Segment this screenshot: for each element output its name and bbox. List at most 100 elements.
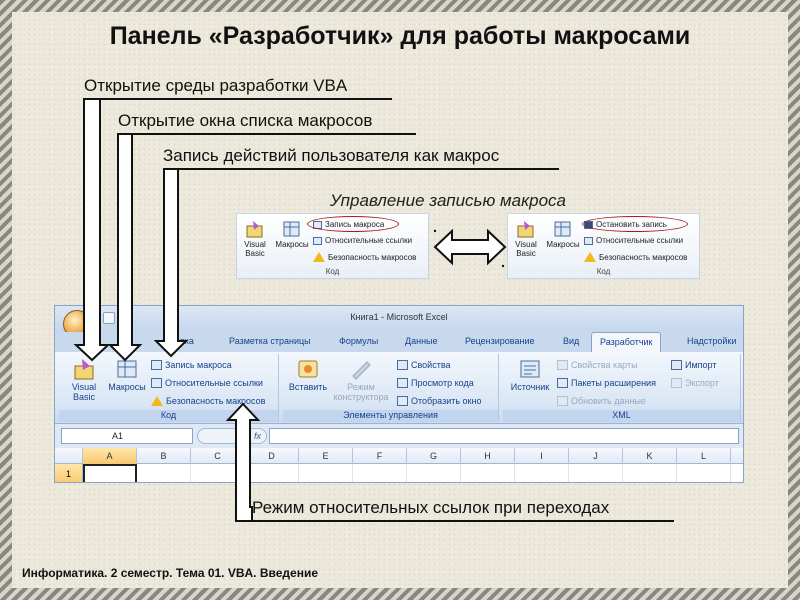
tab-formulas[interactable]: Формулы — [339, 336, 379, 346]
select-all-corner[interactable] — [55, 448, 83, 464]
cell[interactable] — [407, 464, 461, 482]
ribbon-tabs: авка Разметка страницы Формулы Данные Ре… — [55, 332, 743, 353]
column-header[interactable]: A — [83, 448, 137, 464]
macros-label: Макросы — [546, 240, 580, 249]
macro-security-button[interactable]: Безопасность макросов — [313, 252, 416, 262]
cell[interactable] — [515, 464, 569, 482]
cell[interactable] — [353, 464, 407, 482]
column-header[interactable]: B — [137, 448, 191, 464]
macro-security-label: Безопасность макросов — [328, 252, 417, 262]
row-header[interactable]: 1 — [55, 464, 83, 482]
ribbon-visual-basic-button[interactable]: Visual Basic — [65, 358, 103, 402]
visual-basic-button[interactable]: Visual Basic — [512, 220, 540, 258]
relative-refs-button[interactable]: Относительные ссылки — [313, 236, 412, 245]
cell[interactable] — [461, 464, 515, 482]
record-icon — [151, 360, 162, 370]
name-box[interactable]: A1 — [61, 428, 193, 444]
column-header[interactable]: D — [245, 448, 299, 464]
label-macros-list: Открытие окна списка макросов — [118, 111, 373, 130]
ribbon-refresh-data-button[interactable]: Обновить данные — [557, 396, 646, 406]
column-header[interactable]: C — [191, 448, 245, 464]
slide-footer: Информатика. 2 семестр. Тема 01. VBA. Вв… — [22, 566, 318, 580]
relative-refs-label: Относительные ссылки — [596, 236, 684, 245]
ribbon-view-code-button[interactable]: Просмотр кода — [397, 378, 474, 388]
ribbon-design-mode-button[interactable]: Режим конструктора — [331, 358, 391, 402]
visual-basic-icon — [246, 221, 263, 238]
column-header[interactable]: G — [407, 448, 461, 464]
ribbon-map-properties-button[interactable]: Свойства карты — [557, 360, 638, 370]
cell[interactable] — [137, 464, 191, 482]
underline-vba — [84, 98, 392, 100]
column-header[interactable]: L — [677, 448, 731, 464]
formula-input[interactable] — [269, 428, 739, 444]
ribbon-design-mode-label: Режим конструктора — [333, 382, 389, 402]
cell-a1[interactable] — [83, 464, 137, 482]
ribbon-insert-label: Вставить — [288, 382, 328, 392]
cell[interactable] — [245, 464, 299, 482]
ribbon-insert-button[interactable]: Вставить — [285, 358, 331, 392]
ribbon-group-code-label: Код — [59, 410, 278, 422]
ribbon-export-button[interactable]: Экспорт — [671, 378, 719, 388]
column-header[interactable]: I — [515, 448, 569, 464]
tab-addins[interactable]: Надстройки — [687, 336, 737, 346]
label-vba: Открытие среды разработки VBA — [84, 76, 348, 95]
code-group-label: Код — [325, 267, 340, 276]
properties-icon — [397, 360, 408, 370]
ribbon-view-code-label: Просмотр кода — [411, 378, 474, 388]
cell[interactable] — [299, 464, 353, 482]
ribbon-macros-button[interactable]: Макросы — [105, 358, 149, 392]
visual-basic-label: Visual Basic — [515, 240, 537, 258]
ribbon-relative-refs-button[interactable]: Относительные ссылки — [151, 378, 263, 388]
column-header[interactable]: H — [461, 448, 515, 464]
visual-basic-icon — [74, 359, 94, 380]
ribbon-source-button[interactable]: Источник — [505, 358, 555, 392]
column-header[interactable]: K — [623, 448, 677, 464]
ribbon-show-window-button[interactable]: Отобразить окно — [397, 396, 481, 406]
ribbon-macro-security-button[interactable]: Безопасность макросов — [151, 396, 265, 406]
relative-refs-button[interactable]: Относительные ссылки — [584, 236, 683, 245]
ribbon-source-label: Источник — [510, 382, 550, 392]
insert-controls-icon — [298, 360, 318, 378]
cell[interactable] — [569, 464, 623, 482]
macros-icon — [117, 360, 137, 378]
relative-refs-icon — [584, 236, 593, 245]
tab-developer[interactable]: Разработчик — [591, 332, 662, 353]
tab-page-layout[interactable]: Разметка страницы — [229, 336, 311, 346]
macro-security-button[interactable]: Безопасность макросов — [584, 252, 687, 262]
relative-refs-icon — [151, 378, 162, 388]
column-header[interactable]: F — [353, 448, 407, 464]
label-relative-mode: Режим относительных ссылок при переходах — [252, 498, 610, 517]
ribbon: Visual Basic Макросы Запись макроса Отно… — [55, 352, 743, 424]
macros-button[interactable]: Макросы — [546, 220, 580, 249]
view-code-icon — [397, 378, 408, 388]
tab-insert[interactable]: авка — [175, 336, 194, 346]
column-headers: A B C D E F G H I J K L — [55, 448, 743, 464]
visual-basic-button[interactable]: Visual Basic — [241, 220, 269, 258]
cell[interactable] — [191, 464, 245, 482]
column-header[interactable]: E — [299, 448, 353, 464]
row-1: 1 — [55, 464, 743, 482]
cell[interactable] — [677, 464, 731, 482]
relative-refs-label: Относительные ссылки — [325, 236, 413, 245]
import-icon — [671, 360, 682, 370]
map-properties-icon — [557, 360, 568, 370]
tab-view[interactable]: Вид — [563, 336, 580, 346]
ribbon-refresh-data-label: Обновить данные — [571, 396, 646, 406]
ribbon-record-macro-button[interactable]: Запись макроса — [151, 360, 232, 370]
ribbon-import-button[interactable]: Импорт — [671, 360, 716, 370]
ribbon-expansion-packs-button[interactable]: Пакеты расширения — [557, 378, 656, 388]
tab-data[interactable]: Данные — [405, 336, 438, 346]
tab-review[interactable]: Рецензирование — [465, 336, 535, 346]
source-icon — [520, 360, 540, 378]
macros-button[interactable]: Макросы — [275, 220, 309, 249]
slide-title: Панель «Разработчик» для работы макросам… — [109, 22, 691, 50]
visual-basic-icon — [517, 221, 534, 238]
ribbon-properties-button[interactable]: Свойства — [397, 360, 451, 370]
fx-button[interactable]: fx — [197, 428, 267, 444]
code-panel-after: Visual Basic Макросы Остановить запись О… — [507, 213, 700, 279]
show-window-icon — [397, 396, 408, 406]
cell[interactable] — [623, 464, 677, 482]
visual-basic-label: Visual Basic — [244, 240, 266, 258]
refresh-icon — [557, 396, 568, 406]
column-header[interactable]: J — [569, 448, 623, 464]
